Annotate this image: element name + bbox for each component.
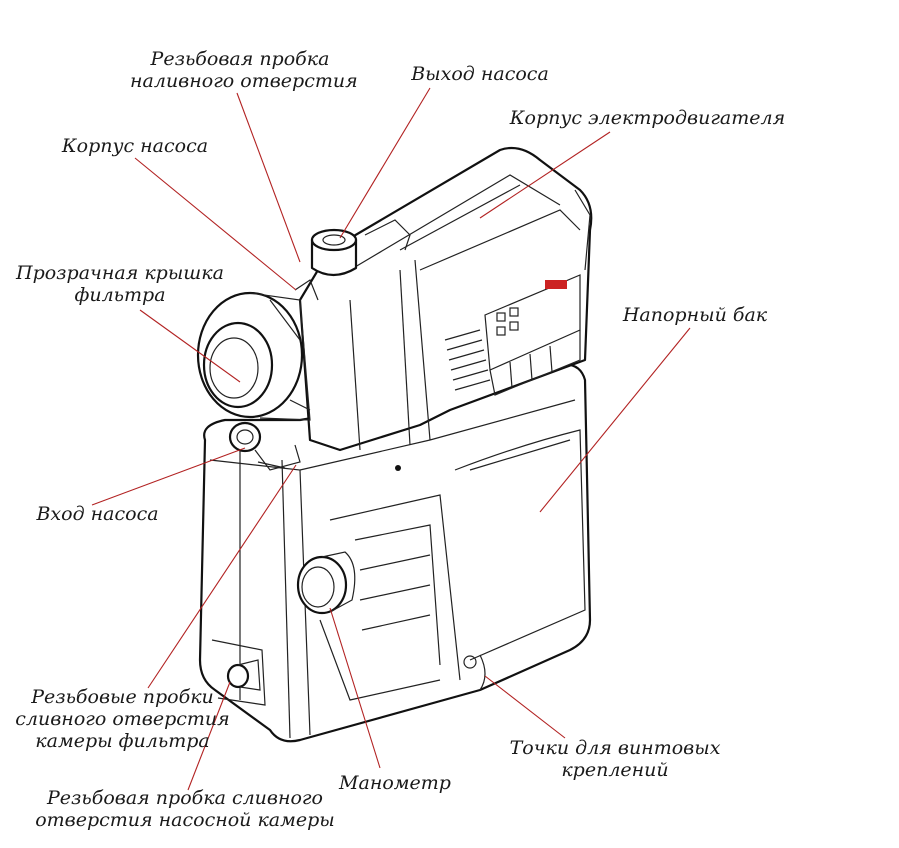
label-manometer: Манометр <box>339 772 451 794</box>
label-pump-inlet: Вход насоса <box>36 503 159 525</box>
pressure-tank-body <box>198 363 592 743</box>
leader-lines <box>91 87 691 791</box>
label-pressure-tank: Напорный бак <box>622 304 768 326</box>
label-pump-drain-plug: Резьбовая пробка сливного отверстия насо… <box>35 787 335 831</box>
label-filler-plug: Резьбовая пробка наливного отверстия <box>130 48 358 92</box>
label-pump-housing: Корпус насоса <box>61 135 209 157</box>
label-filter-cover: Прозрачная крышка фильтра <box>16 262 224 306</box>
label-pump-outlet: Выход насоса <box>411 63 549 85</box>
label-motor-housing: Корпус электродвигателя <box>509 107 786 129</box>
label-filter-drain-plugs: Резьбовые пробки сливного отверстия каме… <box>15 686 230 752</box>
filter-cover <box>196 279 319 421</box>
inlet-port <box>228 421 301 471</box>
pump-drain-plug <box>211 639 266 706</box>
manometer-port <box>296 551 356 615</box>
pump-outlet-port <box>310 219 411 277</box>
motor-housing-shape <box>298 146 593 452</box>
label-mount-points: Точки для винтовых креплений <box>509 737 721 781</box>
